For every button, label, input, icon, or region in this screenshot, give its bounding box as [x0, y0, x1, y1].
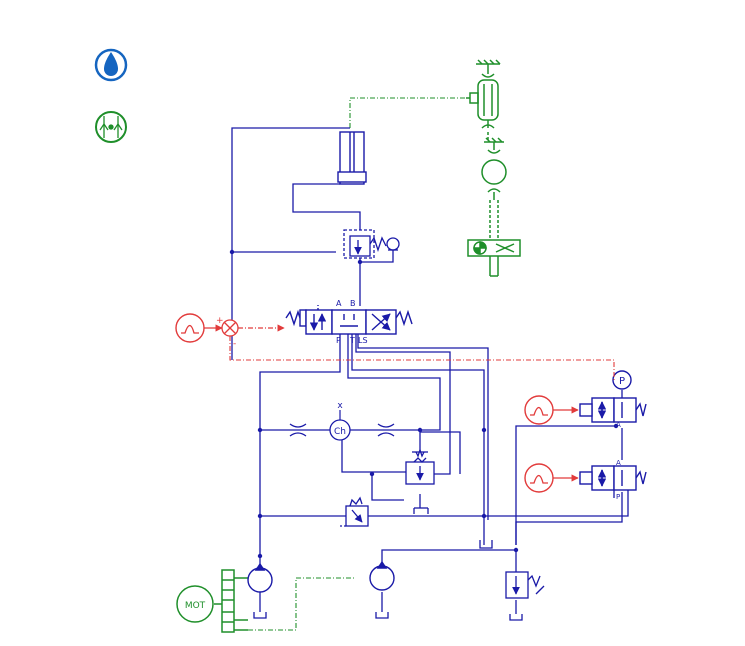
hydraulic-cylinder[interactable] — [337, 131, 367, 185]
valve-port-ls: LS — [358, 336, 368, 345]
mechanical-library-button[interactable] — [95, 111, 127, 143]
dir-valve2-p: P — [616, 493, 620, 501]
junctions — [229, 249, 619, 559]
valve-port-p: P — [336, 336, 341, 345]
signal-source-lower[interactable] — [524, 463, 554, 493]
feedback-line — [229, 336, 615, 380]
dir-valve2-a: A — [616, 459, 621, 467]
pressure-compensator[interactable]: Ch x — [329, 401, 351, 441]
directional-valve-lower[interactable] — [579, 465, 647, 491]
valve-port-a: A — [336, 299, 342, 308]
mechanical-library-icon — [99, 116, 123, 138]
hydraulic-lines — [231, 127, 629, 614]
top-mass-element[interactable] — [466, 59, 501, 129]
sum-plus: + — [216, 316, 224, 326]
electric-motor-coupling[interactable] — [214, 569, 248, 633]
orifice-left[interactable] — [289, 423, 307, 437]
pressure-relief-valve[interactable] — [343, 229, 400, 259]
signal-source-main[interactable] — [175, 313, 205, 343]
dir-valve1-a: A — [616, 421, 621, 429]
proportional-directional-valve[interactable] — [285, 305, 413, 335]
pump-left[interactable] — [247, 562, 273, 593]
pump-right[interactable] — [369, 560, 395, 591]
relief-valve-lower[interactable] — [505, 571, 545, 599]
check-relief-valve[interactable] — [340, 496, 369, 527]
motor-source[interactable]: MOT — [176, 585, 214, 623]
tanks — [253, 540, 523, 621]
cross-mark: x — [337, 401, 343, 411]
rotary-load-element[interactable] — [467, 239, 521, 277]
fluid-properties-button[interactable] — [94, 48, 128, 82]
compensator-label: Ch — [334, 427, 346, 437]
motor-label: MOT — [185, 601, 206, 611]
valve-port-t: T — [349, 336, 355, 345]
pressure-sensor-label: P — [619, 376, 625, 387]
valve-port-b: B — [350, 299, 356, 308]
orifice-right[interactable] — [377, 423, 395, 437]
pressure-sensor[interactable]: P — [612, 370, 632, 390]
sum-minus: - — [233, 339, 236, 349]
mid-ground-mass[interactable] — [481, 137, 507, 200]
fluid-drop-icon — [104, 52, 118, 76]
compensator-valve[interactable] — [405, 447, 435, 514]
summing-junction[interactable] — [221, 319, 239, 337]
mechanical-parts — [214, 59, 521, 633]
signal-source-upper[interactable] — [524, 395, 554, 425]
directional-valve-upper[interactable] — [579, 397, 647, 423]
